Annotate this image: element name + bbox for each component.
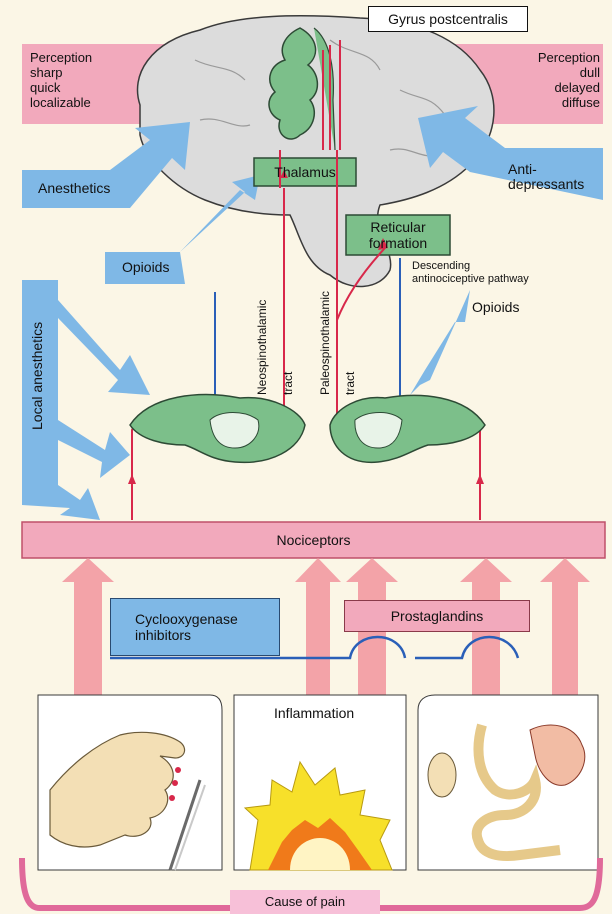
inflammation-label: Inflammation	[274, 706, 354, 721]
gyrus-label: Gyrus postcentralis	[368, 6, 528, 32]
spinal-cord-section-right	[330, 395, 485, 462]
perception-right-label: Perception dull delayed diffuse	[520, 50, 600, 110]
neospinothalamic-label: Neospinothalamic	[255, 300, 270, 395]
thalamus-label: Thalamus	[254, 158, 356, 186]
antidepressants-label: Anti- depressants	[508, 162, 584, 192]
anesthetics-label: Anesthetics	[38, 181, 110, 196]
nociceptors-label: Nociceptors	[22, 522, 605, 558]
neospinothalamic-tract-label: tract	[281, 372, 296, 395]
reticular-formation-label: Reticular formation	[346, 215, 450, 255]
cause-of-pain-label: Cause of pain	[230, 890, 380, 914]
opioids-left-label: Opioids	[122, 260, 169, 275]
spinal-cord-section-left	[130, 395, 305, 463]
prostaglandins-label: Prostaglandins	[344, 600, 530, 632]
opioids-right-label: Opioids	[472, 300, 519, 315]
gyrus-text: Gyrus postcentralis	[388, 11, 508, 27]
paleospinothalamic-label: Paleospinothalamic	[318, 291, 333, 395]
descending-pathway-label: Descending antinociceptive pathway	[412, 260, 529, 286]
perception-left-label: Perception sharp quick localizable	[30, 50, 92, 110]
local-anesthetics-label: Local anesthetics	[30, 322, 45, 430]
paleospinothalamic-tract-label: tract	[343, 372, 358, 395]
cyclooxygenase-inhibitors-label: Cyclooxygenase inhibitors	[110, 598, 280, 656]
